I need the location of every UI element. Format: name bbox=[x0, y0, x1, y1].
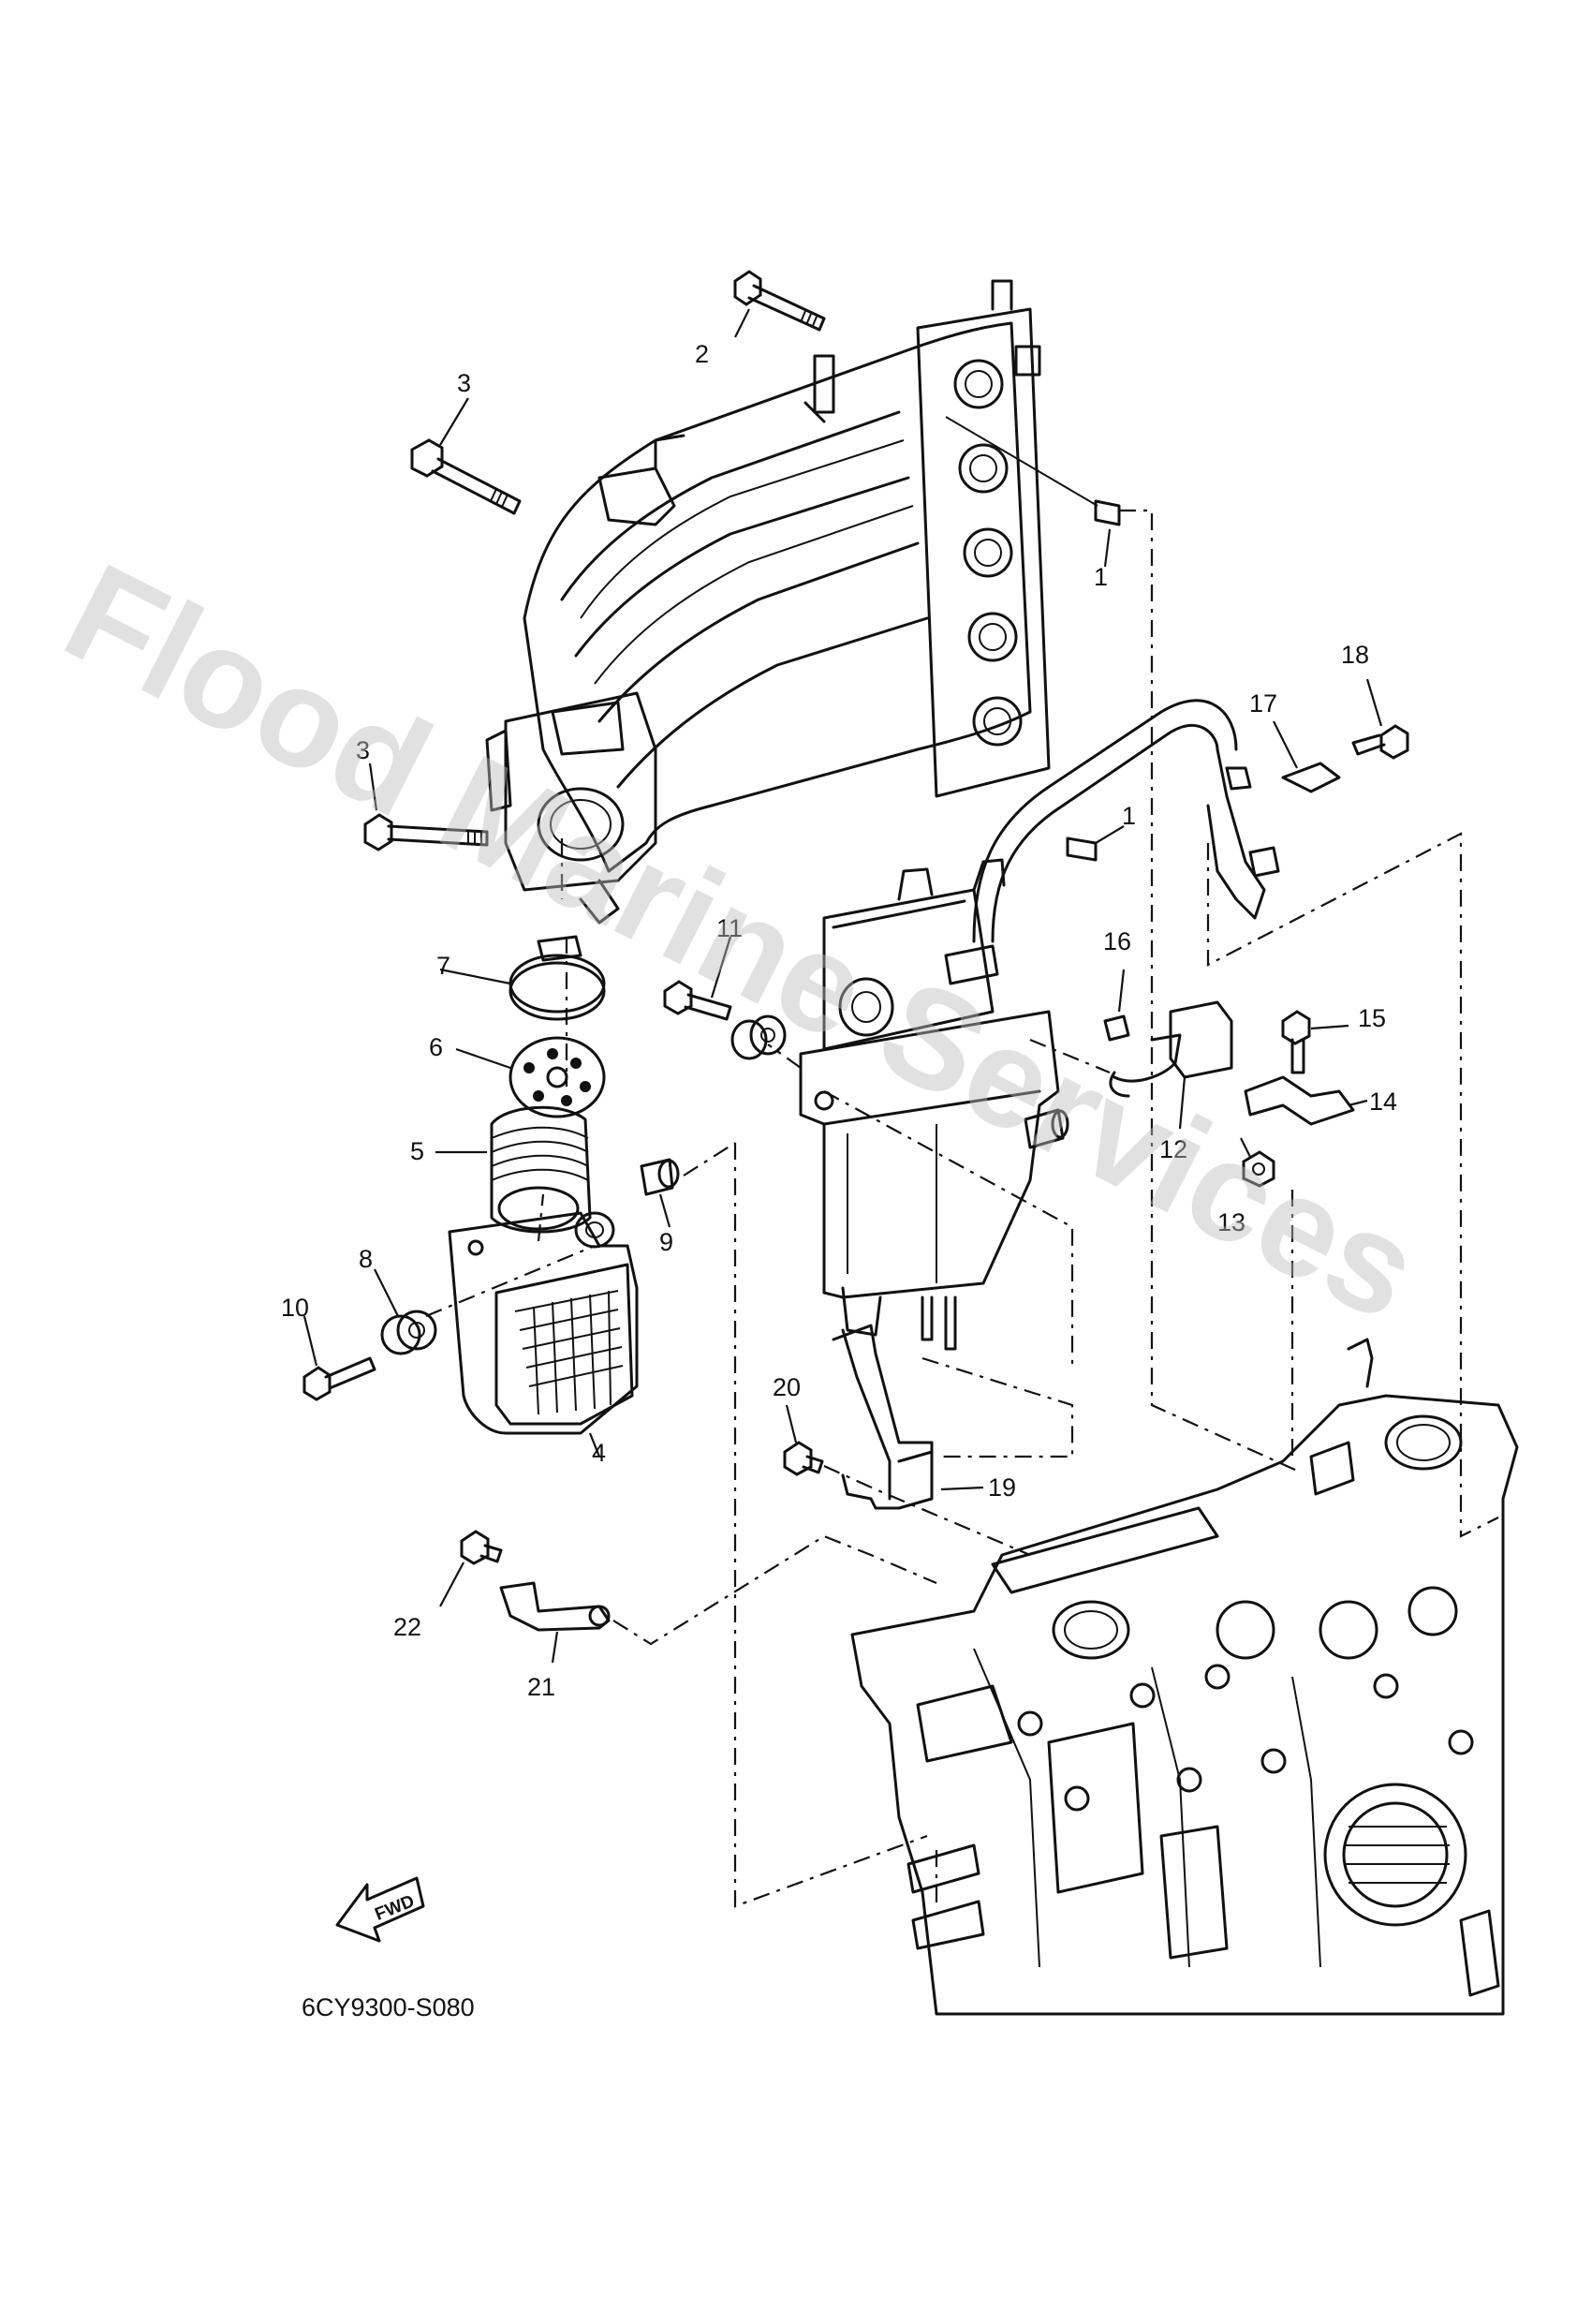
assembly-lines bbox=[425, 509, 1499, 1908]
bracket-21 bbox=[499, 1581, 611, 1664]
pin-1-lower bbox=[1066, 825, 1125, 862]
bracket-14 bbox=[1244, 1075, 1368, 1126]
fuel-hose bbox=[972, 699, 1280, 943]
bolt-2 bbox=[733, 270, 826, 338]
bolt-18 bbox=[1351, 678, 1409, 760]
callout-14: 14 bbox=[1369, 1088, 1397, 1116]
plate-6 bbox=[455, 1036, 606, 1118]
solenoid-12 bbox=[1109, 1000, 1233, 1130]
callout-12: 12 bbox=[1159, 1135, 1187, 1163]
bolt-15 bbox=[1281, 1010, 1349, 1074]
callout-3-upper: 3 bbox=[457, 369, 471, 397]
callout-2: 2 bbox=[695, 340, 709, 368]
intake-boot-5 bbox=[435, 1105, 592, 1234]
callout-7: 7 bbox=[436, 952, 450, 980]
callout-11: 11 bbox=[716, 914, 743, 942]
clip-16 bbox=[1103, 969, 1130, 1042]
callout-1-lower: 1 bbox=[1122, 802, 1136, 830]
callout-15: 15 bbox=[1358, 1004, 1386, 1032]
bolt-22 bbox=[439, 1530, 503, 1607]
callout-6: 6 bbox=[429, 1033, 443, 1061]
grommet-11a bbox=[730, 1014, 787, 1060]
callout-10: 10 bbox=[281, 1294, 309, 1322]
callout-21: 21 bbox=[527, 1673, 555, 1701]
bolt-10 bbox=[302, 1315, 376, 1401]
callout-3-lower: 3 bbox=[356, 736, 370, 764]
diagram-reference-code: 6CY9300-S080 bbox=[302, 1993, 475, 2021]
intake-manifold bbox=[485, 279, 1051, 925]
collar-9 bbox=[640, 1158, 680, 1228]
callout-1-upper: 1 bbox=[1094, 563, 1108, 591]
bolt-3-lower bbox=[363, 762, 489, 851]
intake-silencer-4 bbox=[448, 1211, 639, 1458]
callout-18: 18 bbox=[1341, 641, 1369, 669]
callout-20: 20 bbox=[773, 1373, 801, 1401]
collar-right bbox=[1024, 1108, 1069, 1149]
callout-17: 17 bbox=[1249, 689, 1277, 718]
hose-clamp-7 bbox=[439, 935, 606, 1021]
pin-1-upper bbox=[945, 416, 1121, 568]
bolt-3-upper bbox=[410, 397, 522, 515]
callout-16: 16 bbox=[1103, 927, 1131, 955]
clip-17 bbox=[1273, 720, 1341, 793]
callout-19: 19 bbox=[988, 1473, 1016, 1502]
callout-4: 4 bbox=[592, 1439, 606, 1467]
callout-22: 22 bbox=[393, 1613, 421, 1641]
nut-13 bbox=[1240, 1137, 1275, 1188]
callout-9: 9 bbox=[659, 1228, 673, 1256]
callout-labels: 1 1 2 3 3 4 5 6 7 8 9 10 11 12 13 14 15 … bbox=[281, 340, 1397, 1701]
bracket-19 bbox=[832, 1324, 984, 1510]
bolt-20 bbox=[783, 1404, 824, 1476]
callout-8: 8 bbox=[359, 1245, 373, 1273]
watermark: Flood Marine Services bbox=[42, 533, 1442, 1351]
bolt-11 bbox=[663, 936, 732, 1021]
callout-5: 5 bbox=[410, 1137, 424, 1165]
cylinder-block bbox=[850, 1338, 1519, 2016]
callout-13: 13 bbox=[1217, 1208, 1245, 1236]
grommet-8 bbox=[374, 1268, 437, 1355]
fwd-arrow: FWD bbox=[335, 1876, 425, 1943]
fuel-module bbox=[799, 858, 1060, 1351]
